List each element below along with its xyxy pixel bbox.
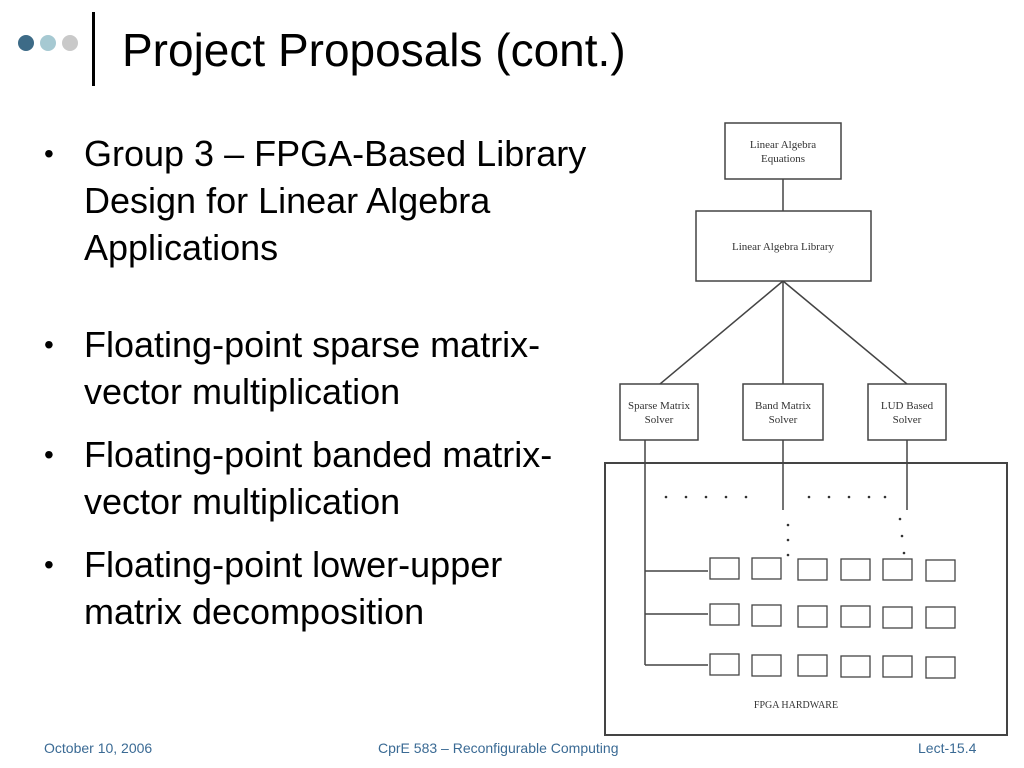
- dot-light: [62, 35, 78, 51]
- bullet-text: Floating-point sparse matrix-vector mult…: [84, 324, 541, 412]
- bullet-text: Floating-point lower-upper matrix decomp…: [84, 544, 503, 632]
- band-solver-box: [742, 383, 824, 441]
- dotted-continuation: [664, 495, 906, 557]
- solver-label: LUD Based: [881, 400, 934, 412]
- solver-label: Solver: [769, 414, 798, 426]
- lud-solver-box: [867, 383, 947, 441]
- dot-mid: [40, 35, 56, 51]
- bullet-item: • Floating-point sparse matrix-vector mu…: [44, 321, 604, 415]
- solver-label: Band Matrix: [755, 400, 811, 412]
- decorative-dots: [18, 35, 78, 51]
- processing-element: [882, 655, 913, 678]
- processing-element: [925, 656, 956, 679]
- processing-element: [709, 603, 740, 626]
- bullet-mark: •: [44, 138, 54, 169]
- solver-label: Solver: [645, 414, 674, 426]
- processing-element: [797, 605, 828, 628]
- bullet-text: Floating-point banded matrix-vector mult…: [84, 434, 553, 522]
- connector-line: [659, 280, 784, 385]
- footer-date: October 10, 2006: [44, 740, 153, 756]
- equations-box: [724, 122, 842, 180]
- fpga-hardware-frame: [604, 462, 1008, 736]
- footer-course: CprE 583 – Reconfigurable Computing: [378, 740, 619, 756]
- processing-element-grid: [709, 557, 956, 679]
- processing-element: [797, 654, 828, 677]
- bullet-list: • Group 3 – FPGA-Based Library Design fo…: [44, 130, 604, 635]
- processing-element: [882, 606, 913, 629]
- processing-element: [709, 653, 740, 676]
- processing-element: [840, 605, 871, 628]
- bullet-mark: •: [44, 549, 54, 580]
- bullet-text: Group 3 – FPGA-Based Library Design for …: [84, 133, 587, 268]
- dot-dark: [18, 35, 34, 51]
- bullet-mark: •: [44, 329, 54, 360]
- slide-title: Project Proposals (cont.): [122, 24, 626, 76]
- processing-element: [709, 557, 740, 580]
- bullet-item: • Floating-point banded matrix-vector mu…: [44, 431, 604, 525]
- equations-label: Linear Algebra: [750, 139, 816, 151]
- processing-element: [925, 559, 956, 582]
- solver-label: Sparse Matrix: [628, 400, 691, 412]
- processing-element: [882, 558, 913, 581]
- solver-label: Solver: [893, 414, 922, 426]
- footer-lecture: Lect-15.4: [918, 740, 977, 756]
- title-divider: [92, 12, 95, 86]
- library-label: Linear Algebra Library: [732, 241, 835, 253]
- sparse-solver-box: [619, 383, 699, 441]
- bullet-mark: •: [44, 439, 54, 470]
- connector-line: [782, 280, 908, 385]
- architecture-diagram: Linear Algebra Equations Linear Algebra …: [604, 122, 1008, 736]
- processing-element: [751, 604, 782, 627]
- processing-element: [751, 654, 782, 677]
- processing-element: [751, 557, 782, 580]
- equations-label: Equations: [761, 153, 805, 165]
- processing-element: [797, 558, 828, 581]
- fpga-hardware-label: FPGA HARDWARE: [754, 700, 838, 711]
- processing-element: [840, 558, 871, 581]
- processing-element: [925, 606, 956, 629]
- processing-element: [840, 655, 871, 678]
- bullet-item: • Group 3 – FPGA-Based Library Design fo…: [44, 130, 604, 271]
- bullet-item: • Floating-point lower-upper matrix deco…: [44, 541, 604, 635]
